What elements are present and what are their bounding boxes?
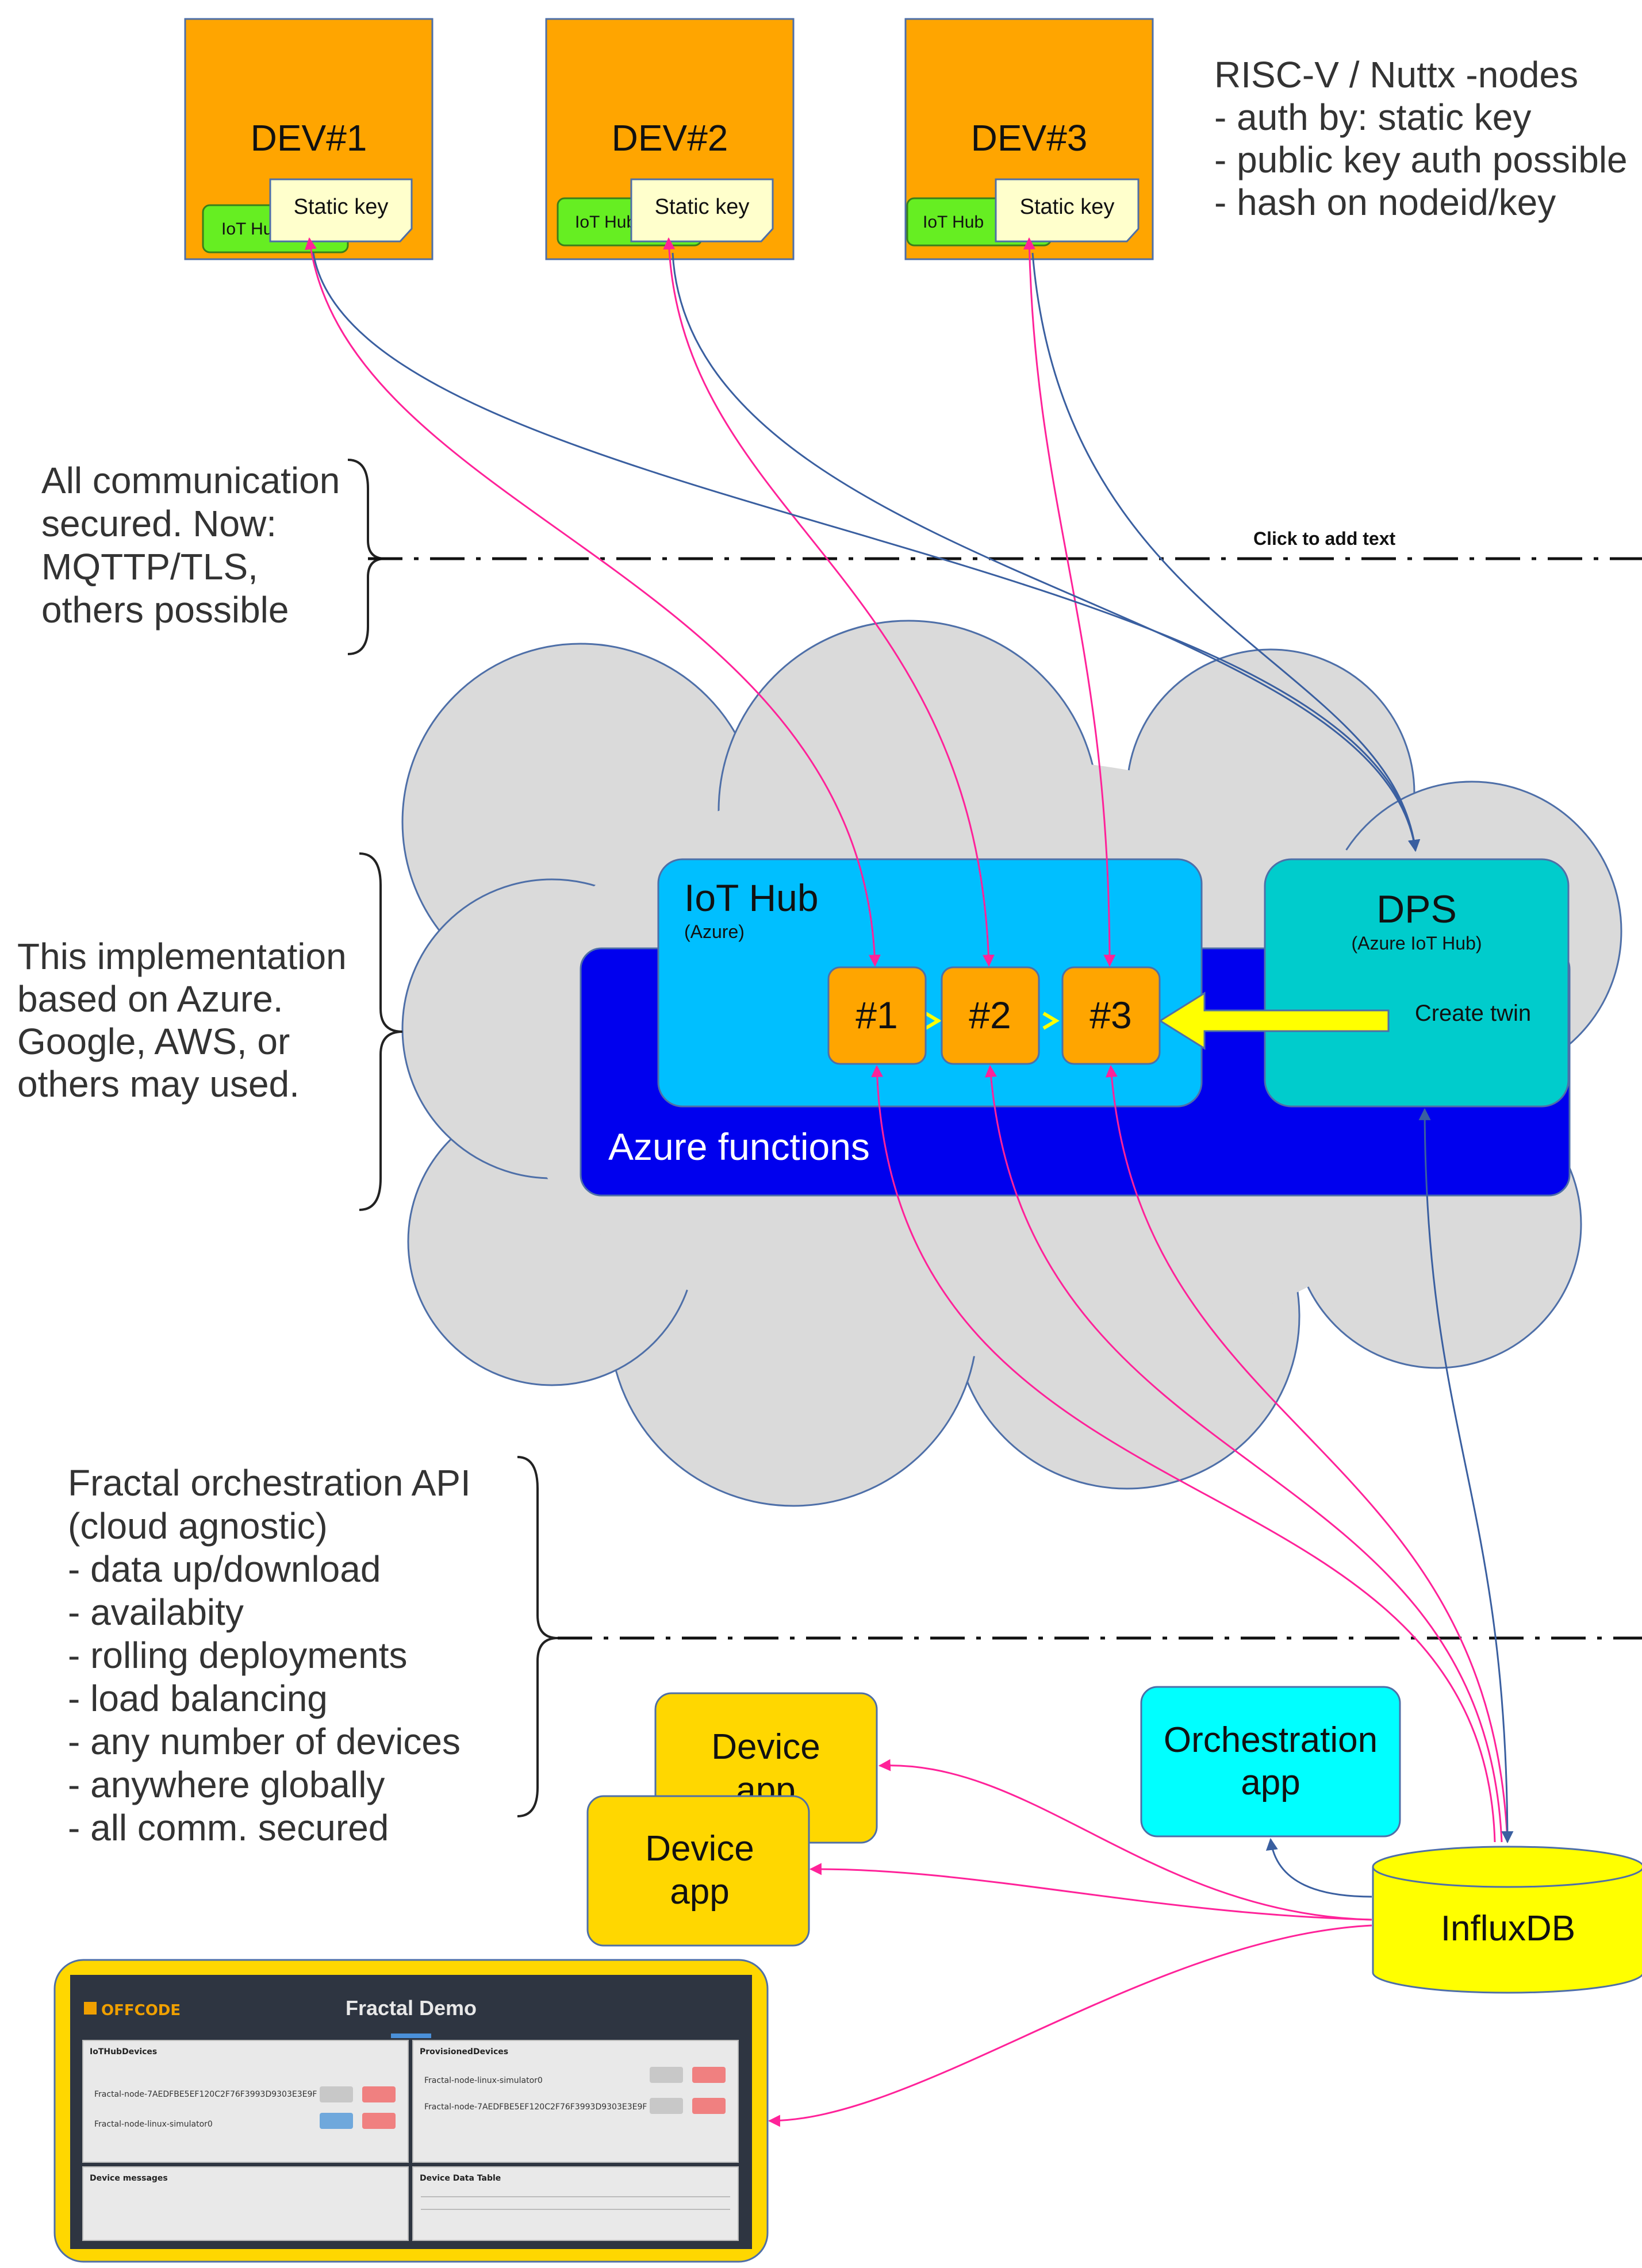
nodes-note-line-1: RISC-V / Nuttx -nodes	[1214, 54, 1578, 95]
dps-title: DPS	[1376, 887, 1457, 931]
azure-note-line-4: others may used.	[17, 1063, 300, 1105]
twin-1[interactable]: #1	[827, 966, 927, 1065]
fractal-note-line-9: - all comm. secured	[68, 1807, 389, 1848]
dps-db-link	[1418, 1108, 1514, 1844]
fractal-note-line-4: - availabity	[68, 1592, 244, 1633]
db-orchestration-link	[1265, 1838, 1372, 1898]
prov-panel-button[interactable]	[650, 2098, 683, 2114]
iot-panel-button[interactable]	[362, 2113, 396, 2129]
svg-text:Fractal-node-7AEDFBE5EF120C2F7: Fractal-node-7AEDFBE5EF120C2F76F3993D930…	[94, 2090, 317, 2099]
iot-panel-button[interactable]	[320, 2113, 353, 2129]
svg-text:Device messages: Device messages	[90, 2174, 168, 2183]
svg-text:Fractal-node-linux-simulator0: Fractal-node-linux-simulator0	[424, 2076, 543, 2085]
svg-text:Static key: Static key	[1020, 195, 1115, 219]
influxdb-database[interactable]: InfluxDB	[1372, 1846, 1642, 1994]
svg-text:Fractal-node-linux-simulator0: Fractal-node-linux-simulator0	[94, 2120, 213, 2129]
device-2-title: DEV#2	[612, 117, 728, 159]
prov-panel-button[interactable]	[692, 2067, 726, 2083]
azure-note-line-1: This implementation	[17, 936, 347, 977]
svg-text:Orchestration: Orchestration	[1164, 1720, 1378, 1760]
dps-box[interactable]: DPS (Azure IoT Hub) Create twin	[1264, 858, 1570, 1108]
nodes-note-line-4: - hash on nodeid/key	[1214, 182, 1556, 223]
create-twin-arrow	[1158, 991, 1390, 1050]
device-dps-links	[312, 252, 1421, 852]
comm-note-line-1: All communication	[41, 460, 340, 501]
svg-text:app: app	[1241, 1763, 1300, 1802]
twin-1-label: #1	[855, 994, 897, 1036]
svg-text:IoT Hub: IoT Hub	[575, 213, 636, 232]
db-app-links	[768, 1759, 1372, 2127]
comm-note-line-2: secured. Now:	[41, 503, 277, 544]
device-1-title: DEV#1	[251, 117, 367, 159]
create-twin-label: Create twin	[1415, 1001, 1531, 1026]
fractal-note: Fractal orchestration API (cloud agnosti…	[68, 1462, 471, 1848]
fractal-note-line-3: - data up/download	[68, 1548, 381, 1590]
azure-note: This implementation based on Azure. Goog…	[17, 936, 347, 1105]
comm-note-brace	[347, 459, 386, 655]
fractal-note-line-5: - rolling deployments	[68, 1635, 408, 1676]
azure-note-brace	[359, 852, 403, 1211]
svg-text:app: app	[670, 1872, 729, 1912]
device-3-title: DEV#3	[971, 117, 1088, 159]
device-twin-links	[305, 237, 1116, 967]
dashboard-title: Fractal Demo	[346, 1996, 477, 2020]
device-2-static-key-note: Static key	[630, 178, 774, 243]
offcode-logo: OFFCODE	[84, 2002, 181, 2019]
iot-hub-subtitle: (Azure)	[684, 921, 745, 942]
dashboard-tab-indicator	[391, 2033, 431, 2038]
click-to-add-text-placeholder[interactable]: Click to add text	[1253, 528, 1396, 549]
azure-functions-label: Azure functions	[608, 1125, 870, 1168]
comm-note-line-3: MQTTP/TLS,	[41, 546, 258, 587]
fractal-note-line-8: - anywhere globally	[68, 1764, 385, 1805]
provisioned-devices-panel: ProvisionedDevices Fractal-node-linux-si…	[412, 2040, 739, 2163]
svg-text:IoT Hub: IoT Hub	[923, 213, 984, 232]
prov-panel-button[interactable]	[650, 2067, 683, 2083]
device-1-static-key-note: Static key	[269, 178, 413, 243]
svg-text:IoTHubDevices: IoTHubDevices	[90, 2047, 157, 2056]
fractal-note-brace	[517, 1456, 558, 1817]
svg-text:ProvisionedDevices: ProvisionedDevices	[420, 2047, 508, 2056]
twin-3[interactable]: #3	[1061, 966, 1161, 1065]
nodes-note-line-3: - public key auth possible	[1214, 139, 1628, 180]
influxdb-label: InfluxDB	[1441, 1909, 1575, 1948]
svg-text:Fractal-node-7AEDFBE5EF120C2F7: Fractal-node-7AEDFBE5EF120C2F76F3993D930…	[424, 2102, 647, 2112]
svg-text:Device Data Table: Device Data Table	[420, 2174, 501, 2183]
comm-note-line-4: others possible	[41, 589, 289, 631]
device-app-front[interactable]: Device app	[586, 1795, 810, 1947]
nodes-note-line-2: - auth by: static key	[1214, 97, 1531, 138]
twin-2-label: #2	[969, 994, 1011, 1036]
nodes-note: RISC-V / Nuttx -nodes - auth by: static …	[1214, 54, 1628, 223]
device-data-table-panel: Device Data Table	[412, 2166, 739, 2241]
comm-note: All communication secured. Now: MQTTP/TL…	[41, 460, 340, 631]
svg-text:Device: Device	[711, 1727, 820, 1767]
fractal-note-line-1: Fractal orchestration API	[68, 1462, 471, 1504]
orchestration-app[interactable]: Orchestration app	[1140, 1686, 1401, 1838]
device-3[interactable]: DEV#3 IoT Hub Static key	[904, 18, 1154, 260]
svg-text:OFFCODE: OFFCODE	[101, 2002, 181, 2019]
azure-note-line-2: based on Azure.	[17, 978, 283, 1020]
dps-subtitle: (Azure IoT Hub)	[1351, 933, 1482, 954]
fractal-note-line-7: - any number of devices	[68, 1721, 461, 1762]
fractal-note-line-2: (cloud agnostic)	[68, 1505, 328, 1547]
svg-text:Static key: Static key	[655, 195, 750, 219]
iot-panel-button[interactable]	[320, 2086, 353, 2102]
svg-text:Device: Device	[645, 1829, 754, 1869]
device-1[interactable]: DEV#1 IoT Hub Static key	[184, 18, 433, 260]
iot-hub-devices-panel: IoTHubDevices Fractal-node-7AEDFBE5EF120…	[82, 2040, 409, 2163]
prov-panel-button[interactable]	[692, 2098, 726, 2114]
twin-3-label: #3	[1089, 994, 1131, 1036]
azure-note-line-3: Google, AWS, or	[17, 1021, 290, 1062]
twin-2[interactable]: #2	[941, 966, 1040, 1065]
iot-panel-button[interactable]	[362, 2086, 396, 2102]
device-messages-panel: Device messages	[82, 2166, 409, 2241]
dashboard-screenshot[interactable]: OFFCODE Fractal Demo IoTHubDevices Fract…	[53, 1959, 769, 2263]
device-2[interactable]: DEV#2 IoT Hub Static key	[545, 18, 795, 260]
fractal-note-line-6: - load balancing	[68, 1678, 328, 1719]
device-3-static-key-note: Static key	[995, 178, 1140, 243]
iot-hub-title: IoT Hub	[684, 877, 819, 919]
svg-text:Static key: Static key	[294, 195, 389, 219]
twin-link-arrows	[924, 1012, 1060, 1030]
